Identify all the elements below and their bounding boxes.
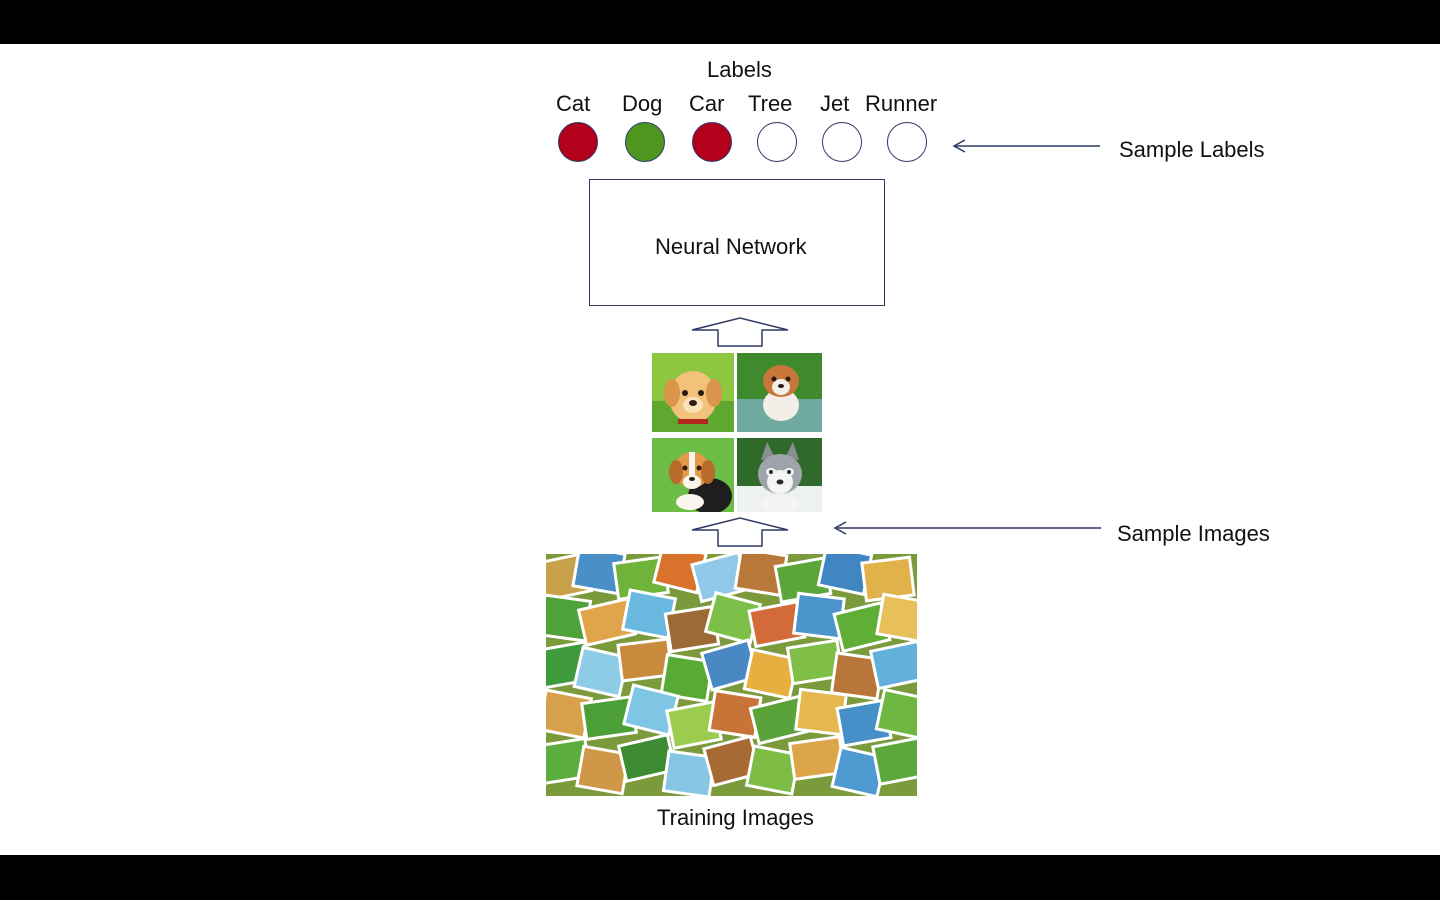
slide: Labels Cat Dog Car Tree Jet Runner Sampl… <box>0 44 1440 855</box>
puppy-husky-icon <box>737 438 822 512</box>
up-arrow-bottom <box>691 517 789 547</box>
label-node-cat <box>558 122 598 162</box>
neural-network-label: Neural Network <box>655 234 807 259</box>
training-images-text: Training Images <box>657 805 814 830</box>
up-arrow-top <box>691 317 789 347</box>
sample-labels-arrow <box>952 139 1100 153</box>
photo-collage-icon <box>546 554 917 796</box>
label-node-runner <box>887 122 927 162</box>
label-name-cat: Cat <box>556 91 591 116</box>
labels-heading: Labels <box>707 57 772 82</box>
label-name-dog: Dog <box>622 91 663 116</box>
label-node-jet <box>822 122 862 162</box>
label-name-runner: Runner <box>865 91 938 116</box>
label-name-jet: Jet <box>820 91 850 116</box>
sample-labels-text: Sample Labels <box>1119 137 1265 162</box>
letterbox-top <box>0 0 1440 44</box>
label-name-car: Car <box>689 91 725 116</box>
label-node-tree <box>757 122 797 162</box>
label-name-tree: Tree <box>748 91 793 116</box>
sample-images-arrow <box>833 521 1101 535</box>
puppy-golden-icon <box>652 353 734 432</box>
label-node-car <box>692 122 732 162</box>
training-images-collage <box>546 554 917 796</box>
puppy-bulldog-icon <box>737 353 822 432</box>
letterbox-bottom <box>0 855 1440 900</box>
label-node-dog <box>625 122 665 162</box>
neural-network-box <box>589 179 885 306</box>
sample-images-text: Sample Images <box>1117 521 1270 546</box>
puppy-beagle-icon <box>652 438 734 512</box>
